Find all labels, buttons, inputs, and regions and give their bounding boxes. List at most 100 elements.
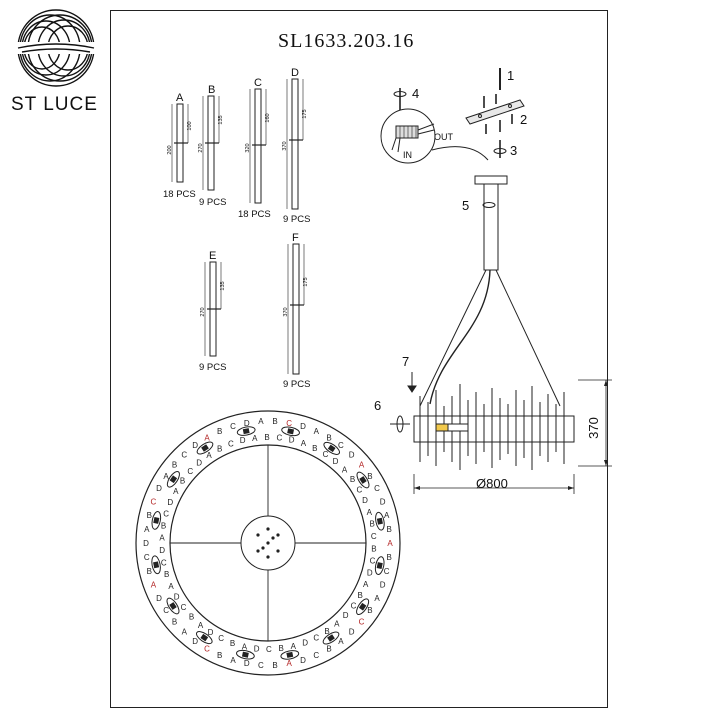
plan-crystal-label: A xyxy=(338,637,344,646)
plan-crystal-label: C xyxy=(151,497,157,506)
plan-bulb xyxy=(151,555,161,575)
plan-crystal-label: A xyxy=(252,434,258,443)
rod-letter: D xyxy=(291,67,299,79)
plan-crystal-label: B xyxy=(371,544,376,553)
plan-crystal-label: D xyxy=(156,484,162,493)
plan-bulb xyxy=(196,441,214,455)
plan-crystal-label: B xyxy=(387,553,392,562)
rod-total-length: 270 xyxy=(200,307,206,316)
plan-crystal-label: D xyxy=(174,593,180,602)
plan-crystal-label: D xyxy=(367,569,373,578)
plan-crystal-label: C xyxy=(163,509,169,518)
plan-crystal-label: C xyxy=(338,441,344,450)
canopy-screw-holes xyxy=(256,527,280,559)
canopy-hole xyxy=(261,546,265,550)
plan-bulb xyxy=(356,598,370,615)
plan-crystal-label: D xyxy=(333,457,339,466)
plan-crystal-label: B xyxy=(312,444,317,453)
plan-bulb xyxy=(356,471,370,489)
plan-crystal-label: B xyxy=(272,417,277,426)
plan-crystal-label: B xyxy=(172,461,177,470)
plan-crystal-label: A xyxy=(387,539,393,548)
plan-crystal-label: D xyxy=(244,659,250,668)
plan-crystal-label: A xyxy=(301,439,307,448)
canopy-hole xyxy=(256,549,260,553)
sheet-border xyxy=(110,10,608,708)
plan-crystal-label: A xyxy=(230,656,236,665)
plan-crystal-label: B xyxy=(367,606,372,615)
plan-crystal-label: A xyxy=(182,628,188,637)
rod-letter: B xyxy=(208,84,215,96)
plan-crystal-label: D xyxy=(302,638,308,647)
plan-crystal-label: C xyxy=(228,440,234,449)
rod-quantity: 18 PCS xyxy=(238,209,271,220)
plan-crystal-label: A xyxy=(242,642,248,651)
plan-crystal-label: C xyxy=(384,567,390,576)
rod-mark-length: 135 xyxy=(218,115,224,124)
plan-crystal-label: A xyxy=(168,582,174,591)
plan-bulb xyxy=(374,556,385,575)
rod-total-length: 270 xyxy=(198,143,204,152)
plan-crystal-label: A xyxy=(314,427,320,436)
plan-crystal-label: B xyxy=(189,612,194,621)
plan-crystal-label: B xyxy=(172,617,177,626)
plan-crystal-label: A xyxy=(359,461,365,470)
plan-bulb xyxy=(375,511,385,531)
step-number: 6 xyxy=(374,398,381,413)
rod-total-length: 200 xyxy=(167,145,173,154)
step-number: 3 xyxy=(510,143,517,158)
plan-crystal-label: B xyxy=(217,427,222,436)
plan-bulb xyxy=(166,597,180,615)
canopy-hole xyxy=(266,555,270,559)
plan-crystal-label: C xyxy=(181,450,187,459)
plan-crystal-label: B xyxy=(147,511,152,520)
plan-crystal-label: A xyxy=(204,433,210,442)
plan-crystal-label: C xyxy=(161,558,167,567)
rod-d xyxy=(291,78,299,210)
plan-bulbs xyxy=(151,426,385,660)
diameter-dimension: Ø800 xyxy=(476,476,508,491)
plan-crystal-label: B xyxy=(264,433,269,442)
plan-crystal-label: C xyxy=(286,419,292,428)
rod-mark-length: 135 xyxy=(220,281,226,290)
model-number: SL1633.203.16 xyxy=(278,30,415,52)
plan-crystal-label: B xyxy=(324,627,329,636)
plan-crystal-label: A xyxy=(384,511,390,520)
plan-bulb xyxy=(236,426,256,436)
plan-crystal-label: D xyxy=(143,539,149,548)
plan-crystal-label: A xyxy=(173,487,179,496)
plan-crystal-label: D xyxy=(192,441,198,450)
plan-crystal-label: D xyxy=(380,497,386,506)
step-number: 2 xyxy=(520,112,527,127)
plan-crystal-label: B xyxy=(180,476,185,485)
plan-crystal-label: D xyxy=(254,644,260,653)
plan-crystal-label: A xyxy=(291,642,297,651)
wire-in-label: IN xyxy=(403,150,412,160)
step-number: 5 xyxy=(462,198,469,213)
plan-crystal-label: B xyxy=(326,433,331,442)
plan-crystal-label: C xyxy=(357,485,363,494)
plan-crystal-label: C xyxy=(187,467,193,476)
plan-bulb xyxy=(280,650,300,660)
rod-quantity: 9 PCS xyxy=(199,197,226,208)
plan-crystal-label: A xyxy=(198,621,204,630)
plan-crystal-label: C xyxy=(144,553,150,562)
step-number: 7 xyxy=(402,354,409,369)
plan-crystal-label: B xyxy=(370,520,375,529)
plan-crystal-label: A xyxy=(287,659,293,668)
rod-mark-length: 175 xyxy=(303,277,309,286)
plan-crystal-label: D xyxy=(159,546,165,555)
plan-crystal-label: C xyxy=(374,484,380,493)
plan-crystal-label: C xyxy=(277,434,283,443)
plan-crystal-label: D xyxy=(362,496,368,505)
plan-crystal-label: B xyxy=(279,644,284,653)
plan-crystal-label: A xyxy=(206,451,212,460)
plan-crystal-label: D xyxy=(192,637,198,646)
plan-crystal-label: D xyxy=(240,436,246,445)
canopy-hole xyxy=(271,536,275,540)
plan-crystal-label: C xyxy=(230,422,236,431)
plan-crystal-label: A xyxy=(374,594,380,603)
plan-crystal-label: C xyxy=(371,532,377,541)
canopy-hole xyxy=(276,533,280,537)
